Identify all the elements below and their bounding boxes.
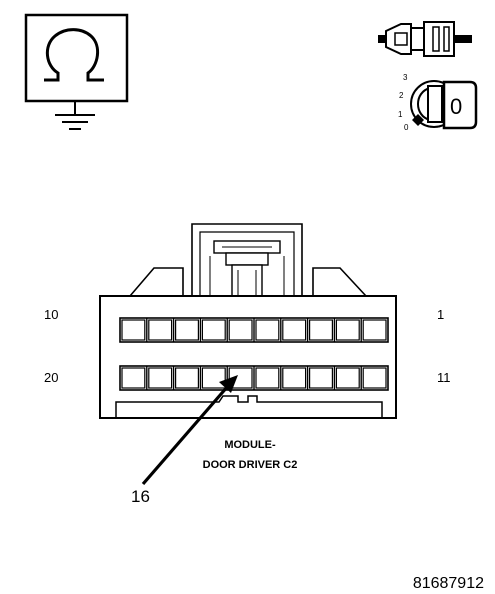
ignition-key-switch-icon: 3 2 1 0 0: [398, 73, 478, 132]
callout-pin-number: 16: [131, 487, 150, 506]
ignition-position-1: 1: [398, 110, 403, 119]
pin-cavity: [228, 367, 253, 389]
connector-side-view-icon: [378, 21, 472, 57]
ignition-position-0: 0: [404, 123, 409, 132]
pin-cavity: [175, 319, 200, 341]
figure-number: 81687912: [413, 575, 484, 592]
pin-cavity: [175, 367, 200, 389]
pin-cavity: [121, 319, 146, 341]
pin-cavities: [121, 318, 387, 390]
connector-title-line1: MODULE-: [224, 439, 276, 451]
ignition-current-position: 0: [450, 94, 462, 119]
ohm-symbol-with-ground-icon: [24, 13, 129, 130]
pin-cavity: [228, 319, 253, 341]
pin-label-1: 1: [437, 307, 444, 322]
pin-cavity: [255, 319, 280, 341]
pin-cavity: [362, 367, 387, 389]
pin-cavity: [362, 319, 387, 341]
ignition-position-2: 2: [399, 91, 404, 100]
pin-cavity: [335, 319, 360, 341]
pin-cavity: [335, 367, 360, 389]
ignition-position-3: 3: [403, 73, 408, 82]
pin-cavity: [282, 319, 307, 341]
pin-cavity: [309, 367, 334, 389]
pin-cavity: [148, 367, 173, 389]
pin-cavity: [255, 367, 280, 389]
pin-label-11: 11: [437, 370, 451, 385]
pin-cavity: [201, 367, 226, 389]
connector-body: [99, 223, 397, 419]
pin-label-10: 10: [44, 307, 58, 322]
pin-cavity: [309, 319, 334, 341]
pin-cavity: [282, 367, 307, 389]
pin-label-20: 20: [44, 370, 58, 385]
pin-cavity: [121, 367, 146, 389]
callout-arrow: [141, 375, 238, 486]
pin-cavity: [201, 319, 226, 341]
connector-title-line2: DOOR DRIVER C2: [203, 459, 298, 471]
pin-cavity: [148, 319, 173, 341]
